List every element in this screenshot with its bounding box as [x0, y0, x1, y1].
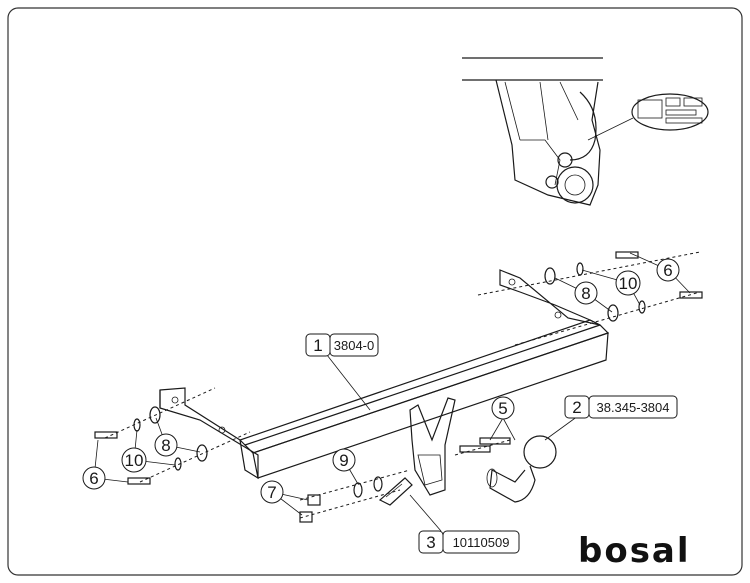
- part-callout-1: 1 3804-0: [305, 333, 379, 357]
- callout-8-bottom: 8: [161, 436, 170, 455]
- callout-10-bottom: 10: [125, 451, 144, 470]
- callout-10-top: 10: [619, 274, 638, 293]
- part-1-code: 3804-0: [334, 338, 374, 353]
- callout-6-top-circle: [656, 258, 680, 282]
- part-1-number: 1: [313, 336, 322, 355]
- callout-6-bottom: 6: [89, 469, 98, 488]
- callout-10-bottom-circle: [121, 447, 147, 473]
- part-callout-2: 2 38.345-3804: [564, 395, 678, 419]
- part-2-number: 2: [572, 398, 581, 417]
- callout-8-top: 8: [581, 284, 590, 303]
- page-frame: [7, 7, 743, 576]
- fastener-hardware: [94, 251, 703, 523]
- socket-plate-part-3: [378, 397, 456, 506]
- callout-7-circle: [260, 480, 284, 504]
- crossmember-part-1: [159, 269, 610, 480]
- part-3-number: 3: [426, 533, 435, 552]
- fastener-lines: [104, 251, 701, 519]
- callout-7: 7: [267, 483, 276, 502]
- callout-6-top: 6: [663, 261, 672, 280]
- callout-9-circle: [332, 448, 356, 472]
- part-3-code: 10110509: [453, 535, 510, 550]
- callout-6-bottom-circle: [82, 466, 106, 490]
- callout-8-bottom-circle: [154, 433, 178, 457]
- callout-5-circle: [491, 396, 515, 420]
- callout-5: 5: [498, 399, 507, 418]
- installed-view-inset: [462, 57, 709, 206]
- callout-8-top-circle: [574, 281, 598, 305]
- part-callout-3: 3 10110509: [418, 530, 520, 554]
- bosal-logo: bosal: [578, 531, 691, 571]
- part-2-code: 38.345-3804: [596, 400, 669, 415]
- callout-9: 9: [339, 451, 348, 470]
- callout-10-top-circle: [615, 270, 641, 296]
- callout-circles: 5 6 6 7 8 8 9 10 10: [82, 258, 680, 504]
- towball-part-2: [486, 435, 557, 503]
